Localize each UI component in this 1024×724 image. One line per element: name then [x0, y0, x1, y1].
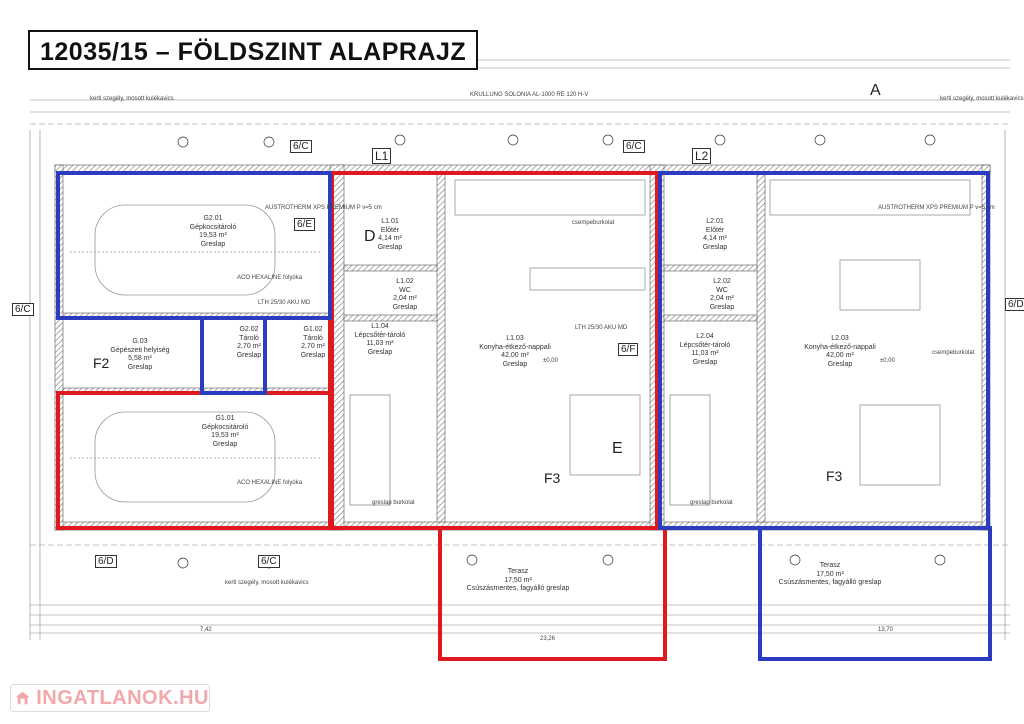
- note-kert-2: kerti szegély, mosott kulékavics: [940, 96, 1024, 102]
- tag-6c-1: 6/C: [290, 140, 312, 153]
- note-csempe-1: csempeburkolat: [572, 220, 615, 226]
- note-austrotherm-1: AUSTROTHERM XPS PREMIUM P v=5 cm: [265, 205, 382, 211]
- note-greslap-2: greslap burkolat: [690, 500, 733, 506]
- tag-6d-1: 6/D: [95, 555, 117, 568]
- furniture: [454, 179, 971, 486]
- unit1-terrace-outline: [438, 526, 667, 661]
- level-mark-2: ±0,00: [880, 358, 895, 364]
- note-lth-1: LTH 25/30 AKU MD: [258, 300, 311, 306]
- note-lth-2: LTH 25/30 AKU MD: [575, 325, 628, 331]
- note-kert-3: kerti szegély, mosott kulékavics: [225, 580, 309, 586]
- note-krullung: KRULLUNG SOLONIA AL-1000 RE 120 H-V: [470, 92, 589, 98]
- note-aco-2: ACO HEXALINE folyóka: [237, 480, 303, 486]
- label-l1: L1: [372, 148, 392, 164]
- dimension-total-3: 7,42: [200, 627, 212, 633]
- car-outlines: [70, 204, 320, 503]
- stairs: [349, 394, 711, 506]
- level-mark-1: ±0,00: [543, 358, 558, 364]
- logo-text: INGATLANOK.HU: [36, 686, 209, 709]
- garage1-outline: [56, 391, 332, 530]
- tag-6c-3: 6/C: [258, 555, 280, 568]
- tag-6c-2: 6/C: [623, 140, 645, 153]
- dimension-total-2: 13,70: [878, 627, 894, 633]
- note-greslap-1: greslap burkolat: [372, 500, 415, 506]
- label-f3-2: F3: [826, 468, 843, 484]
- storage2-outline: [200, 316, 267, 395]
- house-icon: [15, 691, 30, 705]
- tag-6d-2: 6/D: [1005, 298, 1024, 311]
- tag-6f: 6/F: [618, 343, 639, 356]
- page-title: 12035/15 – FÖLDSZINT ALAPRAJZ: [28, 30, 478, 70]
- label-l2: L2: [692, 148, 712, 164]
- tag-6e: 6/E: [294, 218, 316, 231]
- garage2-outline: [56, 171, 332, 320]
- tag-6c-4: 6/C: [12, 303, 34, 316]
- note-austrotherm-2: AUSTROTHERM XPS PREMIUM P v=5 cm: [878, 205, 995, 211]
- label-f3-1: F3: [544, 470, 561, 486]
- note-csempe-2: csempeburkolat: [932, 350, 975, 356]
- unit-outlines: [56, 171, 992, 661]
- unit2-terrace-outline: [758, 526, 992, 661]
- note-kert-1: kerti szegély, mosott kulékavics: [90, 96, 174, 102]
- label-e: E: [612, 440, 623, 457]
- label-a: A: [870, 82, 881, 99]
- label-d: D: [364, 228, 376, 245]
- note-aco-1: ACO HEXALINE folyóka: [237, 275, 303, 281]
- ingatlanok-logo: INGATLANOK.HU: [10, 684, 210, 712]
- dimension-total-1: 23,26: [540, 636, 556, 642]
- label-f2: F2: [93, 355, 110, 371]
